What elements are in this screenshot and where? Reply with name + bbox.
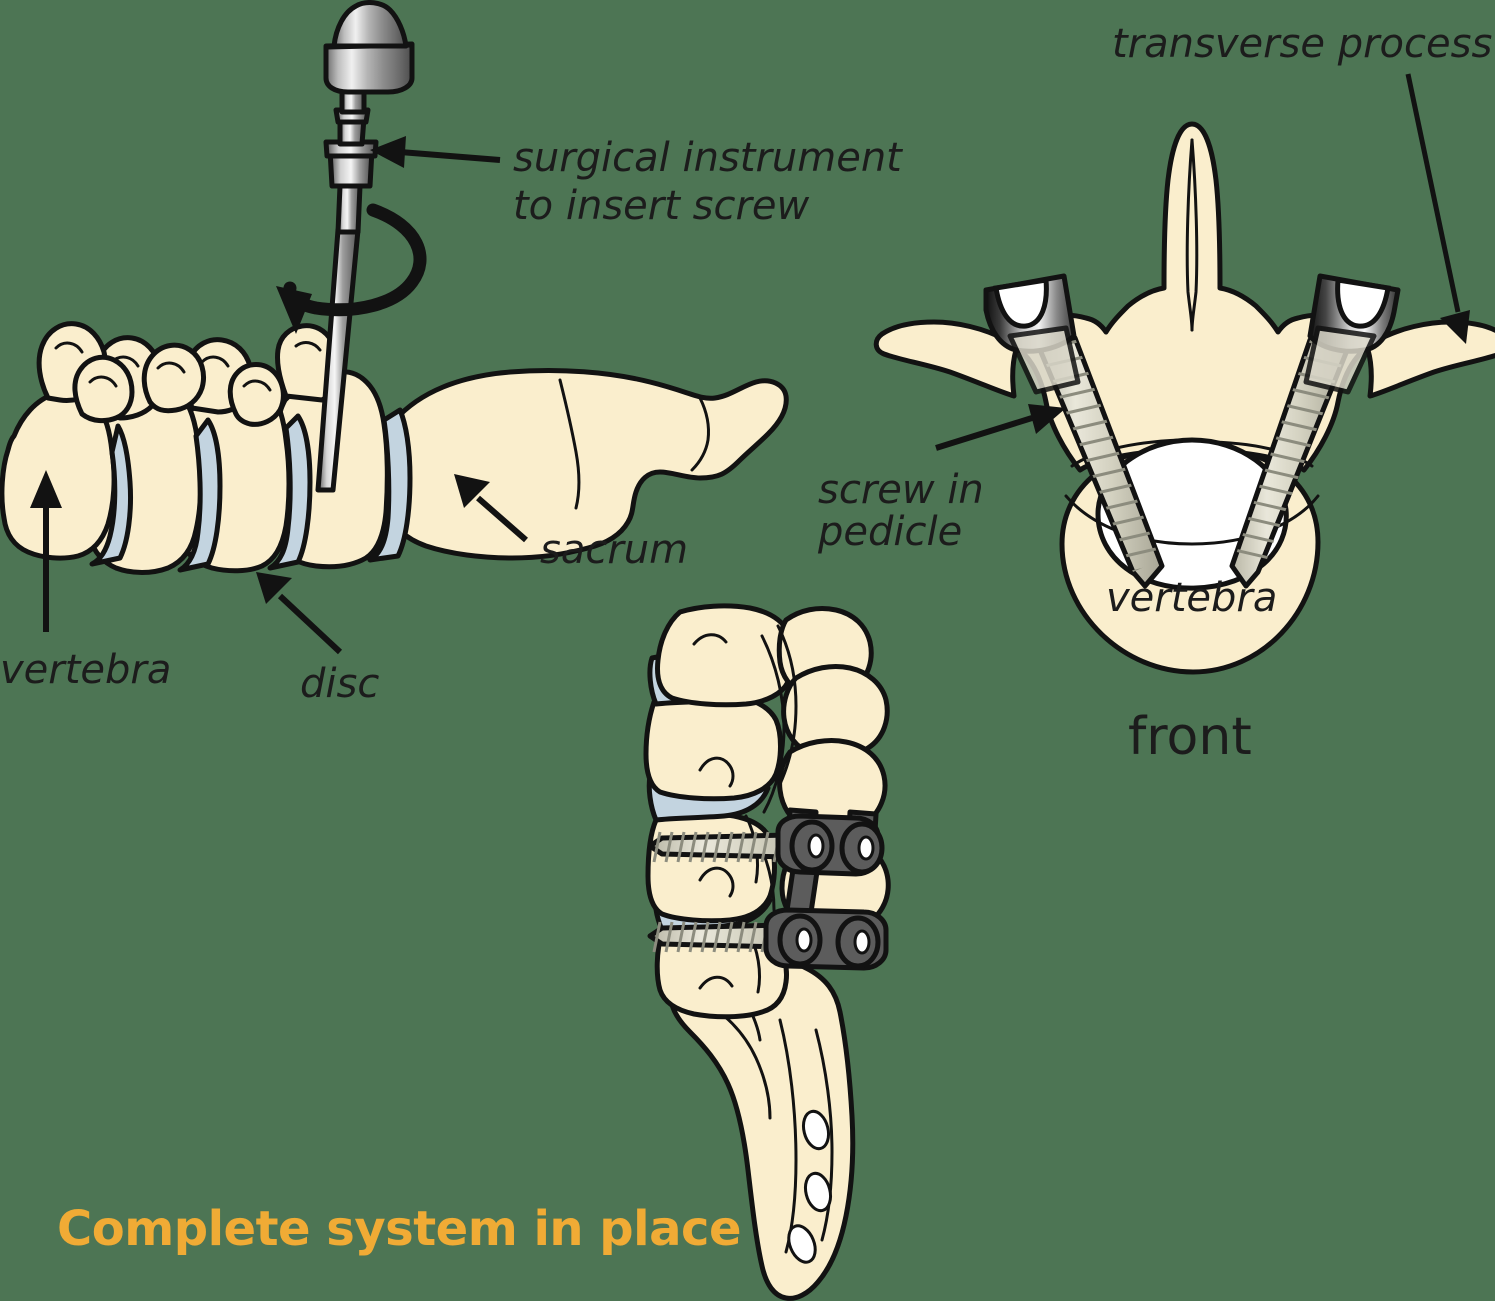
screw-left-washer	[1007, 325, 1081, 395]
lamina-curve-2	[760, 634, 786, 814]
screw-right-washer	[1303, 325, 1377, 395]
spinous-process-seam	[1185, 138, 1194, 332]
panel-top-right-vertebra-axial: transverse process screw in pedicle vert…	[817, 21, 1495, 767]
panel-bottom-spine-system	[643, 603, 891, 1301]
instrument-handle-top	[331, 0, 409, 49]
screw-right-saddle	[1335, 277, 1391, 329]
vertebra-l2-facet	[54, 341, 84, 354]
surgical-instrument-arrowhead	[370, 136, 406, 168]
hardware-highlight-lower-left	[795, 927, 813, 953]
label-disc: disc	[300, 661, 379, 707]
panel-top-left-spine: surgical instrument to insert screw vert…	[0, 0, 903, 707]
hardware-highlight-upper-right	[857, 835, 875, 861]
fixation-hardware	[763, 807, 889, 971]
instrument-shaft-mid	[335, 183, 363, 235]
facet-notch-4	[698, 975, 734, 990]
facet-notch-1	[698, 756, 735, 788]
callout-surgical-instrument: surgical instrument to insert screw	[370, 135, 903, 229]
surgical-instrument-leader	[399, 149, 501, 163]
callout-disc: disc	[256, 572, 379, 707]
label-sacrum: sacrum	[540, 527, 688, 573]
vertebra-process-extra-1	[141, 342, 206, 414]
transverse-process-leader	[1405, 73, 1461, 313]
sacral-foramen-2	[803, 1171, 833, 1213]
sacrum-detail-1	[558, 378, 581, 510]
vertebra-l2-facet-2	[88, 375, 118, 388]
label-screw-in-pedicle-line2: pedicle	[817, 509, 962, 555]
facet-notch-3	[692, 633, 728, 646]
callout-screw-in-pedicle: screw in pedicle	[817, 404, 1066, 555]
spinous-process-seam-2	[1190, 138, 1199, 332]
sacral-foramen-3	[787, 1224, 817, 1264]
label-surgical-instrument-line2: to insert screw	[513, 183, 810, 229]
sacrum-leader	[476, 495, 528, 543]
screw-left	[983, 273, 1165, 589]
sacrum-detail-2	[690, 396, 710, 472]
vertebra-process-extra-1-detail	[156, 361, 186, 374]
sacrum-lateral-ridge-2	[814, 1028, 834, 1242]
hardware-highlight-lower-right	[853, 929, 871, 955]
lamina-curve-1	[776, 624, 798, 786]
label-surgical-instrument-line1: surgical instrument	[513, 135, 903, 181]
disc-4	[367, 407, 413, 563]
sacrum-arrowhead	[454, 474, 490, 508]
rotation-arrow	[276, 203, 427, 334]
screw-in-pedicle-leader	[935, 415, 1033, 451]
screw-in-pedicle-arrowhead	[1028, 404, 1066, 434]
rotation-arrowhead	[276, 286, 312, 334]
vertebra-body-3	[645, 811, 777, 924]
label-transverse-process: transverse process	[1112, 21, 1492, 67]
label-vertebra-left: vertebra	[0, 647, 171, 693]
vertebra-l4-facet	[200, 355, 230, 368]
disc-2	[177, 417, 223, 573]
instrument-handle-seam	[325, 44, 413, 50]
sacrum-shape	[383, 367, 789, 561]
screw-left-saddle	[993, 277, 1049, 329]
vertebra-process-extra-2-detail	[242, 379, 272, 392]
body-boundary	[1064, 494, 1320, 546]
figure-title: Complete system in place	[57, 1201, 741, 1257]
vertebra-body-2	[643, 691, 783, 802]
screw-right	[1229, 273, 1401, 589]
disc-arrowhead	[256, 572, 292, 604]
hardware-highlight-upper-left	[807, 833, 825, 859]
disc-1	[89, 423, 133, 567]
sacral-foramen-1	[801, 1109, 831, 1151]
instrument-handle-base	[323, 41, 415, 95]
vertebra-left-arrowhead	[30, 470, 62, 508]
callout-sacrum: sacrum	[454, 474, 688, 573]
transverse-process-arrowhead	[1440, 310, 1470, 344]
vertebra-l5-facet	[294, 341, 322, 352]
surgical-instrument	[315, 0, 415, 493]
label-screw-in-pedicle-line1: screw in	[818, 467, 984, 513]
vertebra-body-1	[655, 603, 795, 708]
vertebra-process-extra-2	[227, 362, 286, 427]
disc-leader	[277, 593, 343, 655]
disc-3	[267, 413, 313, 571]
vertebra-l2-process-lower	[72, 354, 135, 424]
callout-vertebra-left: vertebra	[0, 470, 171, 693]
label-vertebra-front: vertebra	[1106, 575, 1277, 621]
label-front-view: front	[1128, 707, 1252, 767]
facet-notch-2	[698, 866, 735, 898]
callout-transverse-process: transverse process	[1112, 21, 1492, 344]
